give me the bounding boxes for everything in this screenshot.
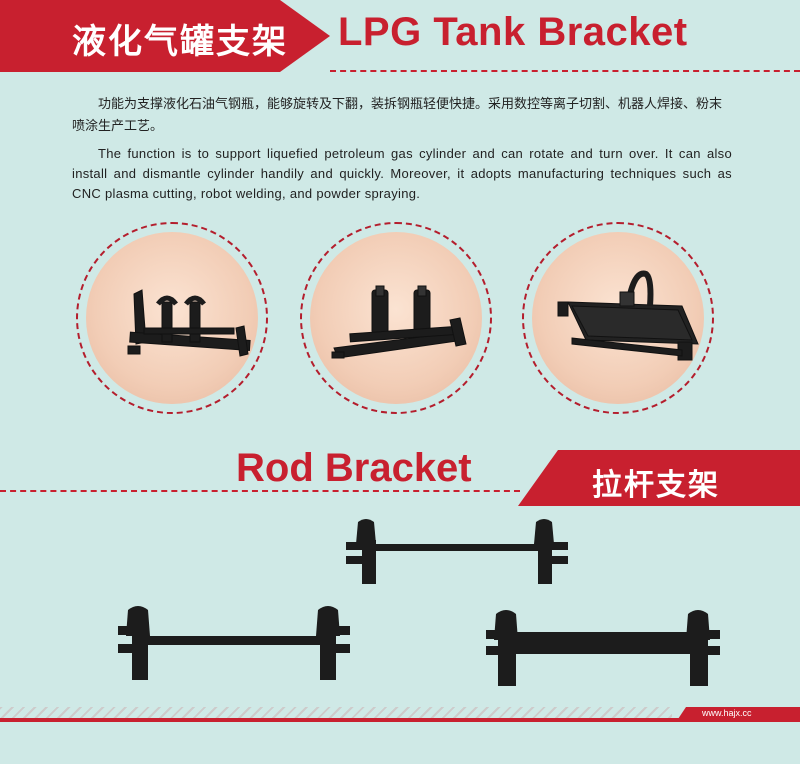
title-banner: [0, 0, 330, 72]
footer-tab: [676, 707, 800, 722]
title-cn: 液化气罐支架: [72, 22, 288, 62]
product-photo-3: [522, 222, 714, 414]
title-en: LPG Tank Bracket: [338, 10, 688, 54]
lpg-bracket-folded-image: [557, 270, 699, 361]
rod-banner: [518, 450, 800, 506]
footer-bar: [0, 718, 800, 722]
footer-url: www.hajx.cc: [702, 708, 752, 718]
product-photo-1: [76, 222, 268, 414]
rod-bracket-image-2: [118, 606, 350, 680]
description-en: The function is to support liquefied pet…: [72, 146, 732, 201]
rod-title-en: Rod Bracket: [236, 446, 472, 490]
title-divider: [330, 70, 800, 72]
lpg-bracket-side-image: [127, 289, 251, 357]
description-cn: 功能为支撑液化石油气钢瓶，能够旋转及下翻，装拆钢瓶轻便快捷。采用数控等离子切割、…: [72, 97, 723, 134]
product-photo-2: [300, 222, 492, 414]
rod-divider: [0, 490, 520, 492]
rod-title-cn: 拉杆支架: [592, 468, 720, 503]
footer-stripes: [0, 707, 672, 718]
rod-bracket-image-1: [346, 519, 568, 584]
lpg-bracket-front-image: [331, 285, 467, 359]
rod-bracket-image-3: [486, 610, 720, 686]
